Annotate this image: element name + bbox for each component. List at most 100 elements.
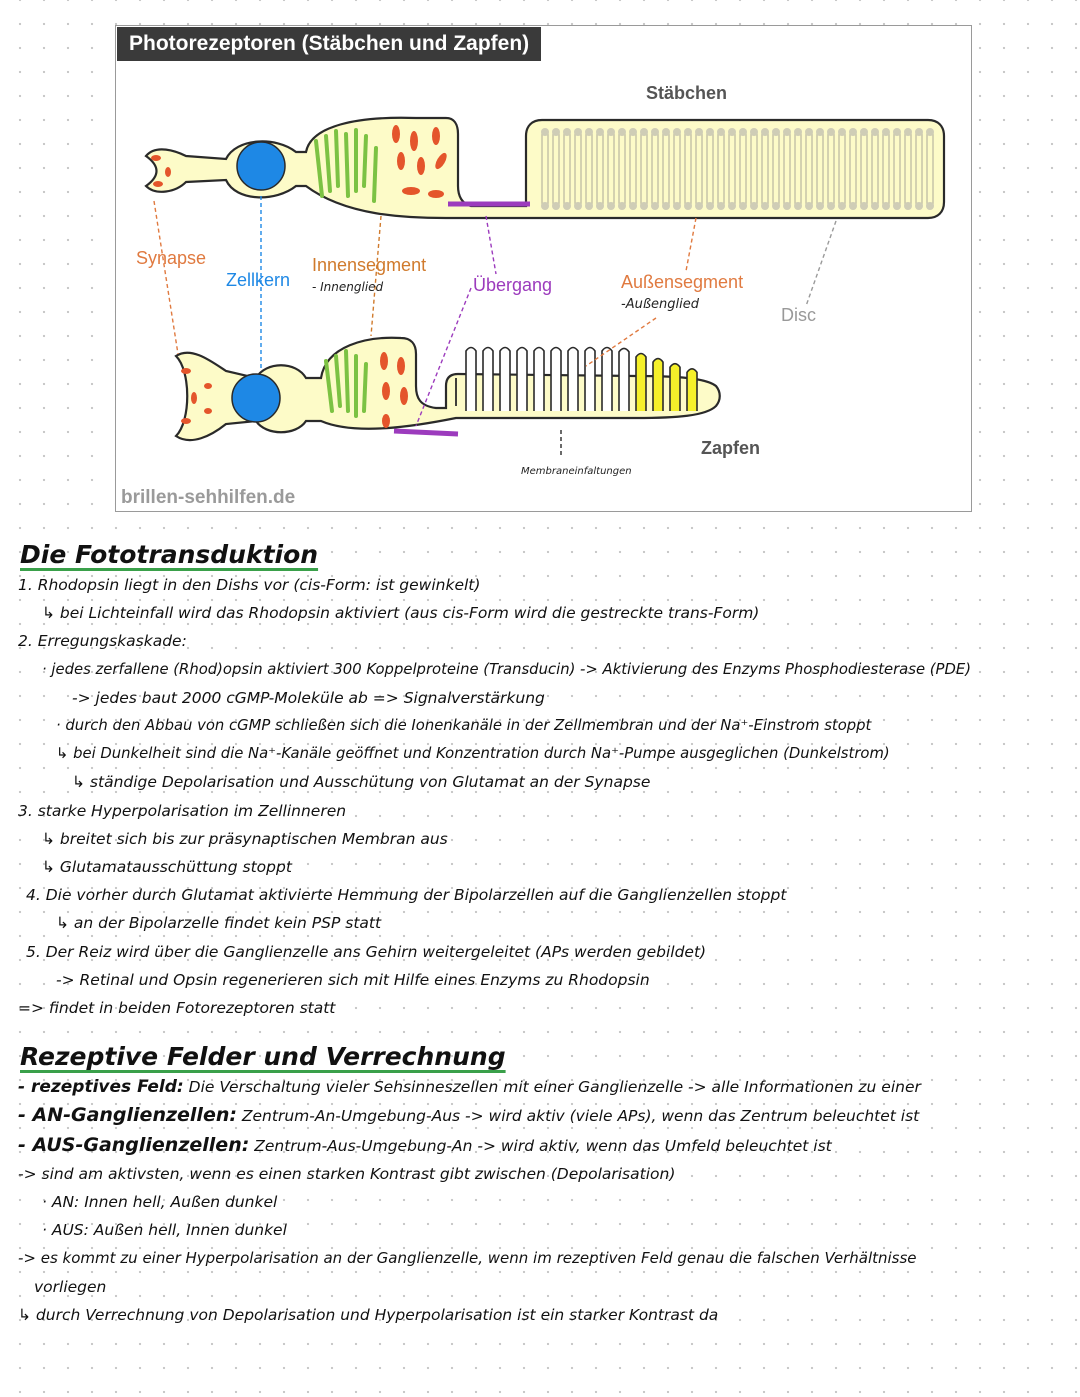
cone-cell bbox=[176, 338, 720, 440]
note-line: ↳ breitet sich bis zur präsynaptischen M… bbox=[18, 825, 1068, 853]
rod-disc-end bbox=[717, 128, 725, 136]
rod-disc-end bbox=[772, 202, 780, 210]
rod-disc-end bbox=[871, 128, 879, 136]
rod-disc-end bbox=[915, 128, 923, 136]
label-membraneinfaltungen: Membraneinfaltungen bbox=[521, 466, 632, 477]
rod-disc-end bbox=[552, 202, 560, 210]
rod-disc bbox=[652, 130, 658, 208]
note-line: 2. Erregungskaskade: bbox=[18, 627, 1068, 655]
cone-fold bbox=[653, 359, 663, 411]
rod-disc bbox=[905, 130, 911, 208]
note-line: 4. Die vorher durch Glutamat aktivierte … bbox=[18, 881, 1068, 909]
rod-disc bbox=[564, 130, 570, 208]
rod-disc bbox=[916, 130, 922, 208]
rod-disc-end bbox=[915, 202, 923, 210]
term-aus-ganglienzellen: - AUS-Ganglienzellen: bbox=[18, 1134, 249, 1156]
note-line: 5. Der Reiz wird über die Ganglienzelle … bbox=[18, 938, 1068, 966]
cone-fold bbox=[500, 348, 510, 412]
rod-disc bbox=[542, 130, 548, 208]
rod-disc-end bbox=[629, 202, 637, 210]
definition-text: Zentrum-An-Umgebung-Aus -> wird aktiv (v… bbox=[237, 1107, 919, 1125]
rod-disc-end bbox=[827, 128, 835, 136]
rod-disc bbox=[674, 130, 680, 208]
cone-fold bbox=[517, 348, 527, 412]
rod-disc-end bbox=[794, 128, 802, 136]
rod-disc bbox=[927, 130, 933, 208]
rod-disc-end bbox=[585, 128, 593, 136]
rod-disc-end bbox=[860, 128, 868, 136]
rod-disc bbox=[773, 130, 779, 208]
rod-disc bbox=[883, 130, 889, 208]
note-line: · jedes zerfallene (Rhod)opsin aktiviert… bbox=[18, 656, 1068, 684]
cone-fold bbox=[687, 369, 697, 411]
rod-disc-end bbox=[882, 128, 890, 136]
rod-disc-end bbox=[673, 128, 681, 136]
label-synapse: Synapse bbox=[136, 248, 206, 268]
rod-disc-end bbox=[761, 202, 769, 210]
rod-disc-end bbox=[739, 128, 747, 136]
rod-disc-end bbox=[607, 202, 615, 210]
rod-disc-end bbox=[849, 128, 857, 136]
rod-disc-end bbox=[684, 128, 692, 136]
note-line: ↳ ständige Depolarisation und Ausschütun… bbox=[18, 768, 1068, 796]
note-line: - AUS-Ganglienzellen: Zentrum-Aus-Umgebu… bbox=[18, 1131, 1068, 1160]
note-line: 3. starke Hyperpolarisation im Zellinner… bbox=[18, 797, 1068, 825]
rod-disc bbox=[828, 130, 834, 208]
rod-disc bbox=[729, 130, 735, 208]
rod-disc bbox=[630, 130, 636, 208]
rod-disc-end bbox=[750, 202, 758, 210]
rod-disc-end bbox=[849, 202, 857, 210]
note-line: vorliegen bbox=[18, 1273, 1068, 1301]
rod-disc-end bbox=[585, 202, 593, 210]
rod-disc bbox=[872, 130, 878, 208]
note-line: -> jedes baut 2000 cGMP-Moleküle ab => S… bbox=[18, 684, 1068, 712]
note-line: · durch den Abbau von cGMP schließen sic… bbox=[18, 712, 1068, 740]
rod-disc bbox=[586, 130, 592, 208]
rod-disc-end bbox=[651, 202, 659, 210]
rod-disc-end bbox=[706, 128, 714, 136]
rod-disc-end bbox=[926, 202, 934, 210]
cone-fold bbox=[636, 354, 646, 412]
rod-disc-end bbox=[904, 128, 912, 136]
rod-disc-end bbox=[695, 128, 703, 136]
label-zellkern: Zellkern bbox=[226, 270, 290, 290]
label-aussensegment: Außensegment bbox=[621, 272, 743, 292]
rod-disc-end bbox=[596, 202, 604, 210]
rod-disc-end bbox=[629, 128, 637, 136]
cone-fold bbox=[483, 348, 493, 412]
rod-disc-end bbox=[904, 202, 912, 210]
rod-disc bbox=[850, 130, 856, 208]
photoreceptor-diagram: Stäbchen Synapse Zellkern Innensegment -… bbox=[116, 26, 971, 511]
note-line: · AN: Innen hell, Außen dunkel bbox=[18, 1188, 1068, 1216]
rod-disc-end bbox=[607, 128, 615, 136]
rod-disc-end bbox=[893, 202, 901, 210]
rod-disc bbox=[663, 130, 669, 208]
rod-cell bbox=[146, 118, 944, 218]
rod-disc bbox=[839, 130, 845, 208]
figure-title: Photorezeptoren (Stäbchen und Zapfen) bbox=[117, 27, 541, 61]
rod-disc bbox=[641, 130, 647, 208]
cone-fold bbox=[534, 348, 544, 412]
rod-disc bbox=[861, 130, 867, 208]
rod-disc-end bbox=[772, 128, 780, 136]
rod-disc-end bbox=[541, 202, 549, 210]
rod-disc-end bbox=[596, 128, 604, 136]
rod-disc-end bbox=[882, 202, 890, 210]
rod-disc-end bbox=[651, 128, 659, 136]
definition-text: Zentrum-Aus-Umgebung-An -> wird aktiv, w… bbox=[249, 1137, 831, 1155]
rod-disc-end bbox=[706, 202, 714, 210]
rod-disc-end bbox=[827, 202, 835, 210]
rod-disc-end bbox=[728, 202, 736, 210]
note-innensegment: - Innenglied bbox=[312, 280, 384, 294]
rod-disc-end bbox=[662, 128, 670, 136]
note-line: 1. Rhodopsin liegt in den Dishs vor (cis… bbox=[18, 571, 1068, 599]
note-aussensegment: -Außenglied bbox=[621, 297, 700, 312]
term-an-ganglienzellen: - AN-Ganglienzellen: bbox=[18, 1104, 237, 1126]
cone-fold bbox=[585, 348, 595, 412]
rod-disc-end bbox=[684, 202, 692, 210]
cone-fold bbox=[568, 348, 578, 412]
rod-disc bbox=[597, 130, 603, 208]
rod-disc-end bbox=[761, 128, 769, 136]
rod-disc-end bbox=[728, 128, 736, 136]
rod-disc-end bbox=[574, 128, 582, 136]
